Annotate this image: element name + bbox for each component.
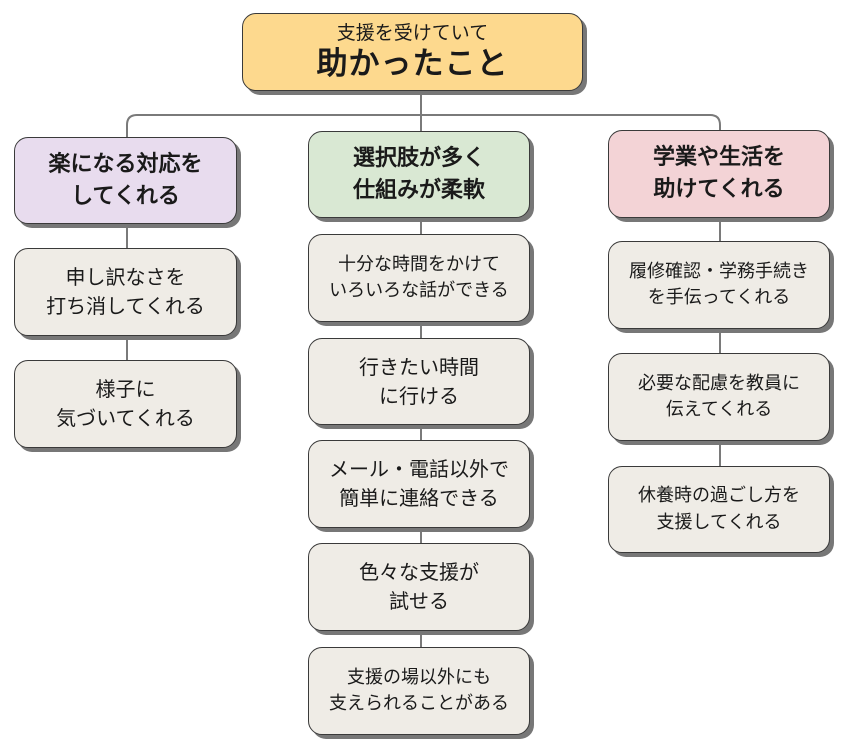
- item-label-line: 打ち消してくれる: [46, 294, 205, 318]
- item-label-line: 支援の場以外にも: [347, 666, 491, 688]
- item-label-line: 休養時の過ごし方を: [638, 485, 800, 507]
- item-label-line: いろいろな話ができる: [329, 280, 509, 301]
- root-title: 助かったこと: [316, 45, 509, 82]
- item-label-line: 様子に: [95, 377, 156, 401]
- category-label-line: 楽になる対応を: [48, 151, 203, 177]
- item-label-line: 申し訳なさを: [65, 265, 186, 289]
- connector-bus: [126, 114, 721, 137]
- item-label-line: 色々な支援が: [359, 560, 479, 584]
- category-label-line: 学業や生活を: [652, 145, 785, 171]
- item-label-line: を手伝ってくれる: [647, 287, 791, 308]
- item-node: 色々な支援が 試せる: [308, 543, 530, 631]
- item-node: メール・電話以外で 簡単に連絡できる: [308, 440, 530, 528]
- category-node-flexible-options: 選択肢が多く 仕組みが柔軟: [308, 131, 530, 218]
- item-node: 休養時の過ごし方を 支援してくれる: [608, 466, 830, 553]
- item-label-line: に行ける: [379, 383, 459, 408]
- item-label-line: 行きたい時間: [359, 354, 479, 379]
- item-label-line: 必要な配慮を教員に: [638, 372, 800, 394]
- item-label-line: 簡単に連絡できる: [339, 486, 499, 510]
- item-node: 支援の場以外にも 支えられることがある: [308, 647, 530, 735]
- category-label-line: してくれる: [71, 183, 180, 209]
- category-label-line: 仕組みが柔軟: [352, 177, 485, 203]
- root-subtitle: 支援を受けていて: [336, 22, 489, 45]
- item-label-line: 気づいてくれる: [56, 406, 195, 430]
- item-node: 履修確認・学務手続き を手伝ってくれる: [608, 241, 830, 329]
- category-node-academic-life-help: 学業や生活を 助けてくれる: [608, 130, 830, 218]
- item-label-line: 履修確認・学務手続き: [629, 260, 809, 282]
- item-label-line: 十分な時間をかけて: [338, 253, 500, 275]
- category-label-line: 助けてくれる: [653, 177, 785, 202]
- item-node: 十分な時間をかけて いろいろな話ができる: [308, 234, 530, 322]
- category-label-line: 選択肢が多く: [352, 145, 485, 171]
- item-node: 様子に 気づいてくれる: [14, 360, 237, 448]
- item-label-line: 支援してくれる: [656, 511, 782, 533]
- item-label-line: 支えられることがある: [329, 693, 509, 714]
- item-label-line: 試せる: [389, 589, 449, 613]
- category-node-easier-handling: 楽になる対応を してくれる: [14, 137, 237, 224]
- item-node: 申し訳なさを 打ち消してくれる: [14, 248, 237, 336]
- item-node: 行きたい時間 に行ける: [308, 338, 530, 425]
- item-label-line: 伝えてくれる: [665, 399, 773, 420]
- item-node: 必要な配慮を教員に 伝えてくれる: [608, 353, 830, 441]
- root-node: 支援を受けていて 助かったこと: [242, 13, 583, 91]
- item-label-line: メール・電話以外で: [329, 457, 509, 481]
